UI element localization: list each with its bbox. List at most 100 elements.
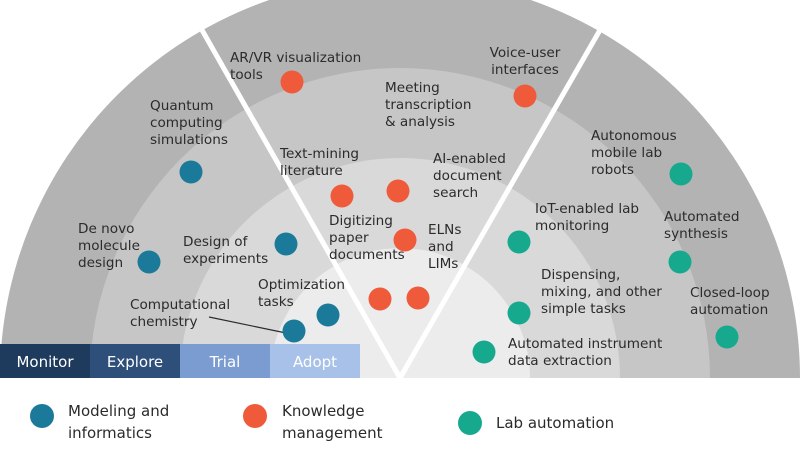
item-label-line: & analysis bbox=[385, 114, 455, 130]
item-label-line: document bbox=[433, 168, 502, 184]
stage-monitor-label: Monitor bbox=[16, 353, 74, 371]
item-label-line: data extraction bbox=[508, 353, 612, 369]
item-label-line: automation bbox=[690, 302, 768, 318]
item-dot-quantum-computing-simulations[interactable] bbox=[179, 160, 203, 184]
separator-left bbox=[199, 28, 403, 380]
item-label-line: transcription bbox=[385, 97, 471, 113]
item-label-line: Automated bbox=[664, 209, 739, 225]
item-label-line: Voice-user bbox=[490, 45, 561, 61]
item-label-line: chemistry bbox=[130, 314, 198, 330]
item-dot-optimization-tasks[interactable] bbox=[316, 303, 340, 327]
item-label-line: De novo bbox=[78, 221, 134, 237]
item-dot-design-of-experiments[interactable] bbox=[274, 232, 298, 256]
item-label-line: Autonomous bbox=[591, 128, 677, 144]
item-label-line: Meeting bbox=[385, 80, 440, 96]
item-label-line: mixing, and other bbox=[541, 284, 662, 300]
sector-separators bbox=[199, 28, 603, 380]
item-label-line: Computational bbox=[130, 297, 230, 313]
legend-label-line: informatics bbox=[68, 424, 152, 442]
stage-monitor bbox=[0, 344, 90, 378]
item-label-line: robots bbox=[591, 162, 634, 178]
item-label-line: and bbox=[428, 239, 454, 255]
stage-explore bbox=[90, 344, 180, 378]
item-label-line: tasks bbox=[258, 294, 294, 310]
item-label-line: design bbox=[78, 255, 123, 271]
item-dot-elns-and-lims[interactable] bbox=[406, 286, 430, 310]
stage-explore-label: Explore bbox=[107, 353, 163, 371]
legend-dot-knowledge bbox=[243, 404, 267, 428]
legend-dot-automation bbox=[458, 411, 482, 435]
item-dot-automated-synthesis[interactable] bbox=[668, 250, 692, 274]
item-dot-ai-enabled-document-search[interactable] bbox=[393, 228, 417, 252]
item-label-line: synthesis bbox=[664, 226, 728, 242]
item-dot-ar-vr-visualization-tools[interactable] bbox=[280, 70, 304, 94]
item-label-line: LIMs bbox=[428, 256, 458, 272]
item-label-line: AI-enabled bbox=[433, 151, 506, 167]
item-label-line: Quantum bbox=[150, 98, 213, 114]
item-label-line: literature bbox=[280, 163, 343, 179]
item-label-line: paper bbox=[329, 230, 369, 246]
item-label-line: IoT-enabled lab bbox=[535, 201, 639, 217]
item-dot-closed-loop-automation[interactable] bbox=[715, 325, 739, 349]
item-label-line: search bbox=[433, 185, 478, 201]
computational-chemistry-connector bbox=[208, 316, 287, 334]
item-label-line: Design of bbox=[183, 234, 249, 250]
item-dot-dispensing-mixing-and-other-simple-tasks[interactable] bbox=[507, 301, 531, 325]
item-label-line: molecule bbox=[78, 238, 140, 254]
item-dot-autonomous-mobile-lab-robots[interactable] bbox=[669, 162, 693, 186]
legend-label-line: Knowledge bbox=[282, 402, 364, 420]
item-dot-text-mining-literature[interactable] bbox=[330, 184, 354, 208]
separator-right bbox=[397, 28, 603, 380]
item-dot-de-novo-molecule-design[interactable] bbox=[137, 250, 161, 274]
legend-label-line: management bbox=[282, 424, 383, 442]
item-dot-meeting-transcription-analysis[interactable] bbox=[386, 179, 410, 203]
legend-label-line: Modeling and bbox=[68, 402, 169, 420]
stage-adopt bbox=[270, 344, 360, 378]
legend-label-knowledge-management: Knowledge management bbox=[282, 402, 383, 442]
item-dots bbox=[137, 70, 739, 364]
item-label-line: Digitizing bbox=[329, 213, 393, 229]
item-dot-automated-instrument-data-extraction[interactable] bbox=[472, 340, 496, 364]
item-dot-digitizing-paper-documents[interactable] bbox=[368, 287, 392, 311]
item-label-line: experiments bbox=[183, 251, 268, 267]
legend-dot-modeling bbox=[30, 404, 54, 428]
item-label-line: Closed-loop bbox=[690, 285, 770, 301]
item-dot-iot-enabled-lab-monitoring[interactable] bbox=[507, 230, 531, 254]
item-dot-computational-chemistry[interactable] bbox=[282, 319, 306, 343]
item-dot-voice-user-interfaces[interactable] bbox=[513, 84, 537, 108]
item-label-line: Optimization bbox=[258, 277, 345, 293]
legend-label-lab-automation: Lab automation bbox=[496, 414, 614, 432]
item-label-line: monitoring bbox=[535, 218, 609, 234]
item-label-line: Automated instrument bbox=[508, 336, 662, 352]
item-label-line: tools bbox=[230, 67, 263, 83]
item-label-line: mobile lab bbox=[591, 145, 662, 161]
item-label-line: Dispensing, bbox=[541, 267, 620, 283]
legend: Modeling and informatics Knowledge manageme… bbox=[30, 402, 614, 442]
item-label-line: Text-mining bbox=[279, 146, 359, 162]
item-label-line: AR/VR visualization bbox=[230, 50, 361, 66]
item-label-line: computing bbox=[150, 115, 223, 131]
stage-adopt-label: Adopt bbox=[293, 353, 337, 371]
legend-label-modeling-and-informatics: Modeling and informatics bbox=[68, 402, 169, 442]
stage-trial-label: Trial bbox=[209, 353, 241, 371]
stage-bar: Monitor Explore Trial Adopt bbox=[0, 344, 360, 378]
